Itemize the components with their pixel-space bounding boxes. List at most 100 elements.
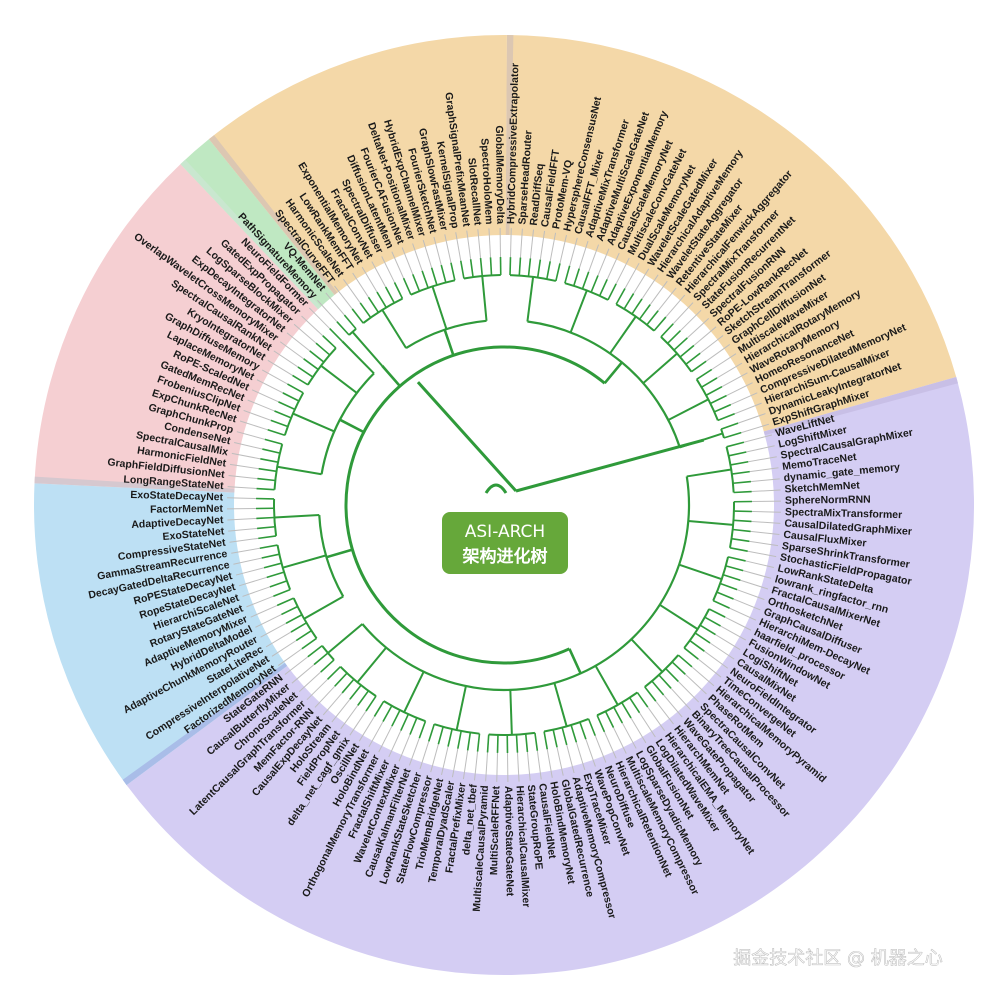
branch-twig <box>313 652 329 666</box>
branch-twig <box>673 337 688 351</box>
branch-segment <box>569 290 588 333</box>
branch-twig <box>282 392 300 402</box>
leaf-labels: HybridCompressiveExtrapolatorSparseHeadR… <box>87 63 914 920</box>
leaf-connector <box>536 750 542 780</box>
branch-twig <box>730 460 749 466</box>
branch-twig <box>270 419 289 428</box>
branch-segment <box>630 638 664 673</box>
group-sector-border <box>122 662 288 786</box>
branch-twig <box>315 342 331 356</box>
leaf-connector <box>361 266 378 293</box>
group-sector <box>180 139 335 310</box>
branch-twig <box>412 274 421 292</box>
leaf-connector <box>621 722 637 749</box>
branch-twig <box>256 516 275 520</box>
leaf-connector <box>724 616 752 631</box>
leaf-label: SketchMemNet <box>784 479 860 495</box>
branch-twig <box>290 622 307 633</box>
branch-twig <box>685 352 701 365</box>
leaf-connector <box>566 744 575 774</box>
branch-twig <box>732 480 751 485</box>
leaf-connector <box>594 735 607 763</box>
center-badge <box>442 512 568 574</box>
branch-twig <box>615 288 626 305</box>
leaf-label: FactorMemNet <box>150 503 224 516</box>
branch-twig <box>708 608 726 618</box>
branch-twig <box>621 702 632 719</box>
branch-twig <box>256 487 275 491</box>
branch-twig <box>469 259 474 278</box>
branch-twig <box>689 639 705 652</box>
branch-twig <box>281 605 298 616</box>
branch-twig <box>644 686 657 702</box>
branch-twig <box>428 723 436 742</box>
branch-twig <box>613 706 624 724</box>
group-sector-border <box>505 35 514 236</box>
branch-twig <box>677 654 693 668</box>
leaf-connector <box>308 307 331 329</box>
branch-twig <box>665 668 679 682</box>
branch-segment <box>431 286 448 330</box>
branch-twig <box>646 310 659 326</box>
branch-twig <box>590 275 599 293</box>
leaf-connector <box>260 622 287 638</box>
branch-segment <box>455 685 467 731</box>
branch-segment <box>509 689 513 735</box>
branch-twig <box>524 733 529 752</box>
branch-twig <box>301 637 318 650</box>
branch-segment <box>381 309 407 349</box>
branch-twig <box>581 271 590 290</box>
leaf-connector <box>672 302 694 325</box>
branch-segment <box>341 340 375 375</box>
tree-branches <box>256 257 752 753</box>
branch-twig <box>671 661 686 675</box>
branch-twig <box>257 525 276 530</box>
leaf-label: SpectraMixTransformer <box>785 506 903 521</box>
branch-twig <box>705 385 723 396</box>
leaf-connector <box>745 560 774 568</box>
branch-trunk <box>326 548 353 559</box>
branch-trunk <box>381 364 401 387</box>
branch-twig <box>421 270 429 289</box>
branch-twig <box>690 360 707 373</box>
branch-twig <box>258 535 277 540</box>
branch-twig <box>733 519 752 523</box>
center-node[interactable]: ASI-ARCH 架构进化树 <box>442 512 568 574</box>
leaf-connector <box>378 725 393 753</box>
branch-twig <box>269 580 288 588</box>
branch-twig <box>679 344 695 358</box>
branch-twig <box>598 279 608 297</box>
branch-twig <box>712 599 730 609</box>
branch-segment <box>303 595 344 620</box>
branch-segment <box>481 275 488 321</box>
branch-segment <box>351 331 383 367</box>
leaf-connector <box>709 642 735 660</box>
leaf-connector <box>235 567 265 576</box>
leaf-connector <box>231 452 261 460</box>
branch-segment <box>553 682 568 727</box>
branch-twig <box>393 282 404 299</box>
branch-twig <box>303 358 319 371</box>
leaf-connector <box>391 251 405 279</box>
branch-segment <box>356 646 387 683</box>
branch-twig <box>552 729 558 748</box>
branch-segment <box>678 563 723 581</box>
branch-twig <box>587 718 596 736</box>
branch-twig <box>329 328 343 342</box>
branch-twig <box>343 314 357 330</box>
branch-twig <box>651 680 665 696</box>
branch-twig <box>701 377 718 388</box>
branch-twig <box>733 490 752 494</box>
branch-twig <box>489 257 493 276</box>
branch-trunk <box>568 648 582 674</box>
branch-twig <box>628 697 641 714</box>
branch-twig <box>409 717 418 735</box>
branch-twig <box>261 553 280 559</box>
branch-twig <box>570 724 578 743</box>
branch-twig <box>722 573 741 581</box>
branch-segment <box>686 468 732 478</box>
branch-segment <box>282 554 327 569</box>
center-title: ASI-ARCH <box>465 522 545 542</box>
branch-twig <box>266 571 285 579</box>
